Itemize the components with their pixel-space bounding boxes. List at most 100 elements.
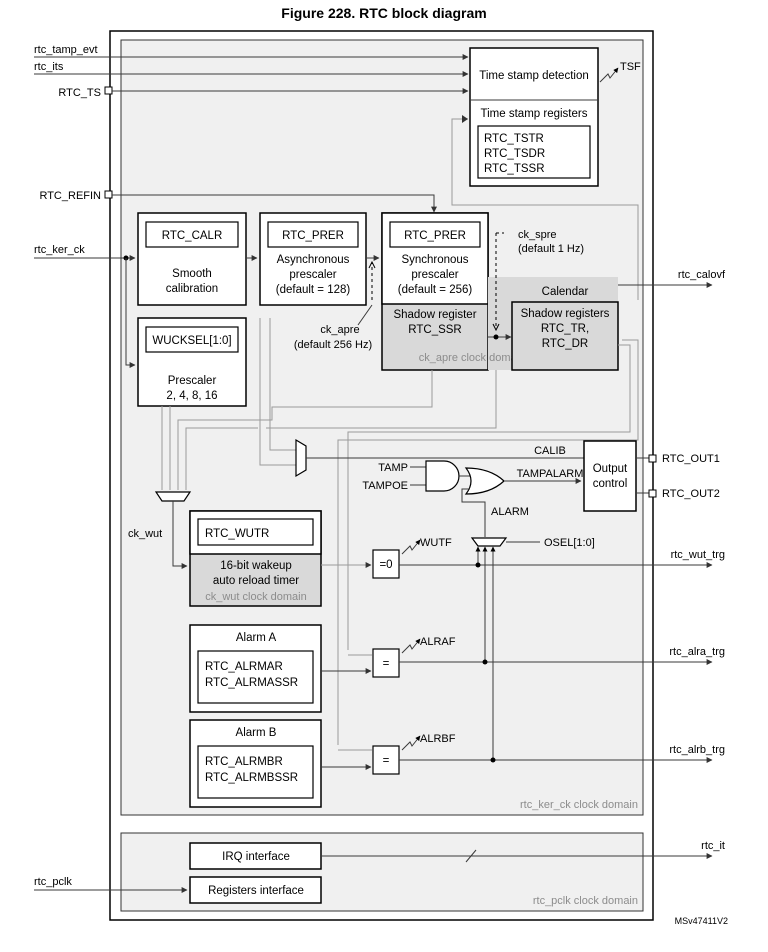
ker-ck-to-prescaler [125, 258, 136, 368]
alarm-b-title: Alarm B [236, 727, 277, 739]
rtc-calr-box [145, 221, 239, 248]
alarm-b-regs [197, 745, 314, 799]
prescaler-line1: Prescaler [168, 375, 217, 387]
rtc-calovf-label: rtc_calovf [678, 269, 726, 281]
irq-interface-block [189, 842, 322, 870]
smooth-line1: Smooth [172, 268, 212, 280]
rtc-alra-trg-label: rtc_alra_trg [669, 646, 725, 658]
ts-reg-0: RTC_TSTR [484, 133, 544, 145]
rtc-pclk-label: rtc_pclk [34, 876, 72, 888]
ck-wut-label: ck_wut [128, 528, 162, 540]
calib-label: CALIB [534, 445, 566, 457]
sync-shadow2: RTC_SSR [408, 324, 461, 336]
rtc-it-label: rtc_it [701, 840, 725, 852]
rtc-ker-ck-label: rtc_ker_ck [34, 244, 85, 256]
osel-label: OSEL[1:0] [544, 537, 595, 549]
rtc-refin-pin [104, 190, 113, 199]
calendar-line1: Shadow registers [521, 308, 610, 320]
ck-apre-freq-label: (default 256 Hz) [294, 339, 372, 351]
async-line1: Asynchronous [277, 254, 350, 266]
rtc-ts-label: RTC_TS [58, 87, 101, 99]
output-control-block [583, 440, 637, 512]
rtc-out2-label: RTC_OUT2 [662, 488, 720, 500]
ts-reg-2: RTC_TSSR [484, 163, 545, 175]
rtc-calr-label: RTC_CALR [162, 230, 223, 242]
wutf-label: WUTF [420, 537, 452, 549]
rtc-wutr-box [197, 518, 314, 546]
rtc-out2-pin [648, 489, 657, 498]
ker-ck-domain-label: rtc_ker_ck clock domain [520, 799, 638, 811]
timestamp-detection-label: Time stamp detection [479, 70, 589, 82]
alarm-a-title: Alarm A [236, 632, 277, 644]
document-id: MSv47411V2 [675, 916, 728, 926]
alarm-a-eq: = [383, 658, 390, 670]
alarm-line [461, 488, 486, 537]
output-control-line1: Output [593, 463, 628, 475]
tamp-label: TAMP [378, 462, 408, 474]
calib-mux [295, 438, 307, 478]
ck-wut-domain-label: ck_wut clock domain [205, 591, 307, 603]
calendar-shadow-block [511, 301, 619, 371]
alarm-b-reg1: RTC_ALRMBR [205, 756, 283, 768]
alarm-b-reg2: RTC_ALRMBSSR [205, 772, 298, 784]
rtc-its-label: rtc_its [34, 61, 64, 73]
alarm-a-reg1: RTC_ALRMAR [205, 661, 283, 673]
ck-apre-label: ck_apre [320, 324, 359, 336]
eq0-label: =0 [379, 559, 392, 571]
wucksel-box [145, 326, 239, 353]
registers-interface-label: Registers interface [208, 885, 304, 897]
async-prer-label: RTC_PRER [282, 230, 344, 242]
sync-prer-box [389, 221, 481, 248]
alarm-a-regs [197, 650, 314, 704]
rtc-wutr-label: RTC_WUTR [205, 528, 269, 540]
irq-interface-label: IRQ interface [222, 851, 290, 863]
timestamp-registers-label: Time stamp registers [481, 108, 588, 120]
eq0-comparator [372, 549, 400, 579]
sync-line1: Synchronous [401, 254, 468, 266]
tsf-flag-arrow [599, 67, 619, 83]
timestamp-regs-box [477, 125, 591, 179]
calendar-line2: RTC_TR, [541, 323, 589, 335]
figure-title: Figure 228. RTC block diagram [281, 5, 486, 21]
refin-line [112, 194, 437, 213]
pclk-domain-label: rtc_pclk clock domain [533, 895, 638, 907]
tampoe-label: TAMPOE [362, 480, 408, 492]
sync-line3: (default = 256) [398, 284, 473, 296]
rtc-refin-label: RTC_REFIN [39, 190, 101, 202]
sync-shadow1: Shadow register [393, 309, 476, 321]
ts-reg-1: RTC_TSDR [484, 148, 545, 160]
alarm-a-reg2: RTC_ALRMASSR [205, 677, 298, 689]
sync-prer-label: RTC_PRER [404, 230, 466, 242]
async-line3: (default = 128) [276, 284, 351, 296]
output-control-line2: control [593, 478, 628, 490]
registers-interface-block [189, 876, 322, 904]
osel-mux [470, 537, 508, 547]
prescaler-line2: 2, 4, 8, 16 [166, 390, 217, 402]
and-gate [425, 460, 460, 492]
async-line2: prescaler [289, 269, 336, 281]
rtc-alrb-trg-label: rtc_alrb_trg [669, 744, 725, 756]
alraf-label: ALRAF [420, 636, 456, 648]
rtc-tamp-evt-label: rtc_tamp_evt [34, 44, 98, 56]
ck-wut-mux [154, 491, 192, 502]
smooth-line2: calibration [166, 283, 218, 295]
ck-spre-freq-label: (default 1 Hz) [518, 243, 584, 255]
ck-wut-line [172, 501, 188, 569]
wucksel-label: WUCKSEL[1:0] [152, 335, 231, 347]
alarm-b-eq: = [383, 755, 390, 767]
calendar-title: Calendar [542, 286, 589, 298]
wakeup-line2: auto reload timer [213, 575, 299, 587]
alarm-b-comparator [372, 745, 400, 775]
async-prer-box [267, 221, 359, 248]
rtc-wut-trg-label: rtc_wut_trg [671, 549, 725, 561]
ck-spre-label: ck_spre [518, 229, 557, 241]
tampalarm-label: TAMPALARM [517, 468, 584, 480]
calendar-line3: RTC_DR [542, 338, 588, 350]
wakeup-line1: 16-bit wakeup [220, 560, 292, 572]
rtc-out1-label: RTC_OUT1 [662, 453, 720, 465]
rtc-ts-pin [104, 86, 113, 95]
alrbf-label: ALRBF [420, 733, 456, 745]
alarm-a-comparator [372, 648, 400, 678]
alarm-label: ALARM [491, 506, 529, 518]
